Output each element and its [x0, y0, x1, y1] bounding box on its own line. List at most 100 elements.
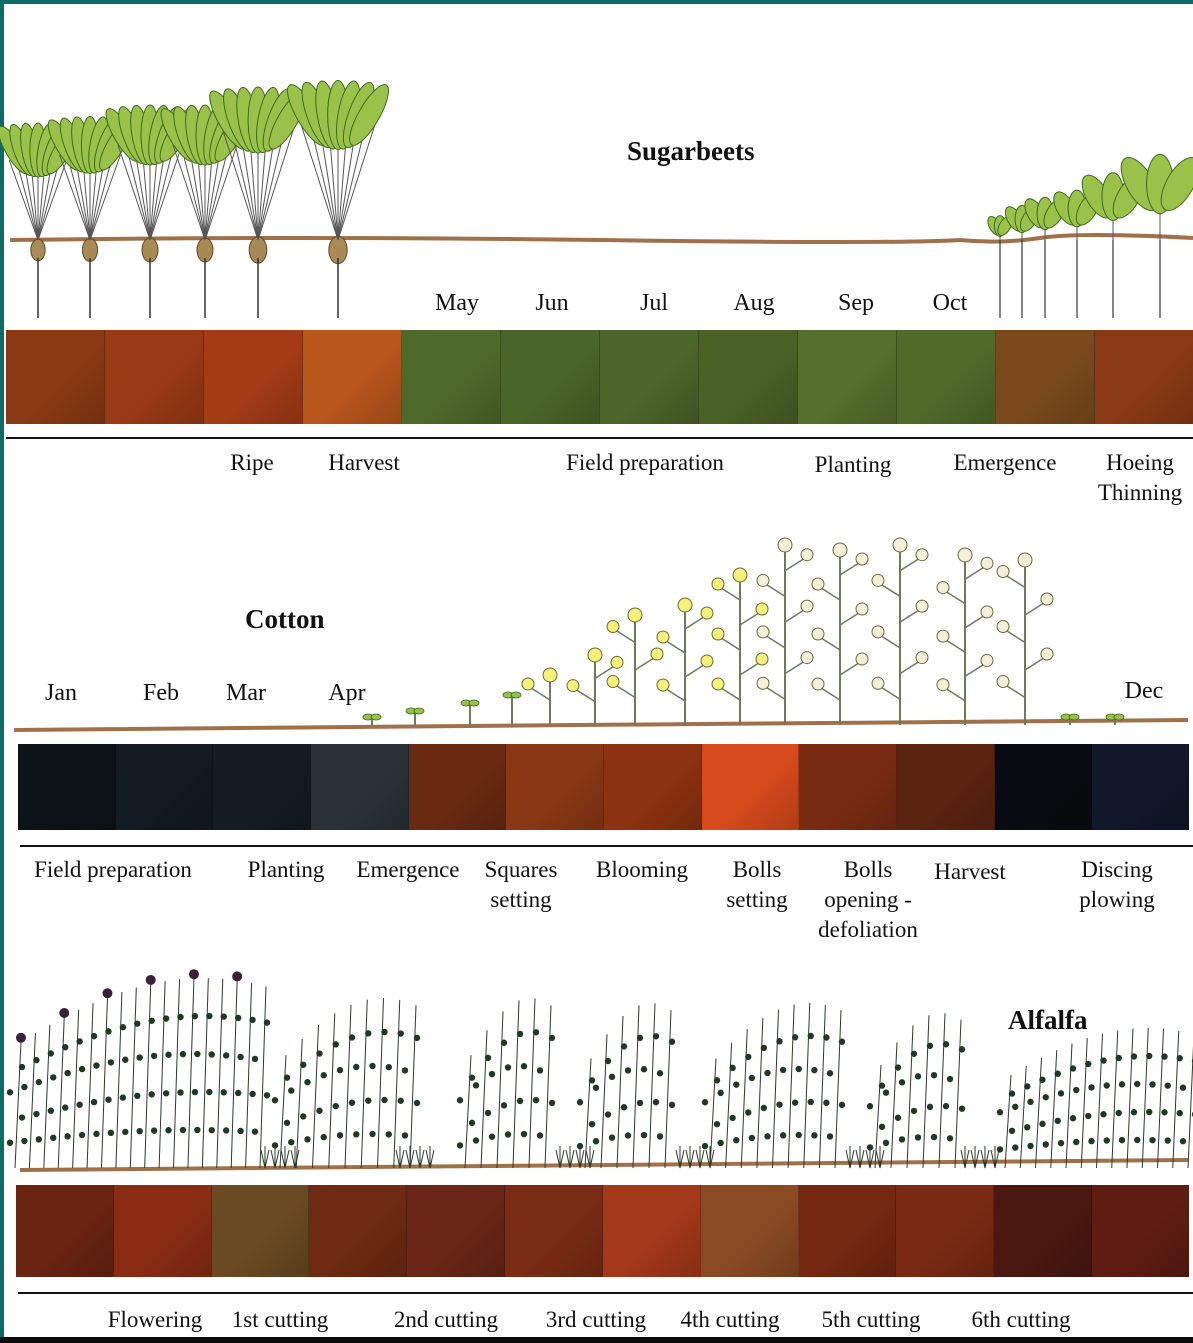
- frame-bottom-border: [0, 1337, 1193, 1343]
- alfalfa-field-tile: [603, 1185, 701, 1277]
- month-jan: Jan: [45, 680, 77, 707]
- cotton-field-tile: [116, 744, 214, 830]
- stage-field-preparation: Field preparation: [566, 448, 724, 478]
- alfalfa-field-tile: [212, 1185, 310, 1277]
- month-sep: Sep: [838, 290, 874, 317]
- month-mar: Mar: [226, 680, 266, 707]
- cotton-plant-icon: [1106, 714, 1124, 725]
- sugarbeets-field-image-strip: [6, 330, 1193, 424]
- sugarbeets-field-tile: [600, 330, 699, 424]
- sugarbeets-field-tile: [6, 330, 105, 424]
- cotton-section: Cotton Jan Feb Mar Apr Dec Field prepara…: [0, 520, 1193, 960]
- alfalfa-title: Alfalfa: [1008, 1005, 1087, 1036]
- month-apr: Apr: [328, 680, 365, 707]
- month-feb: Feb: [143, 680, 179, 707]
- alfalfa-field-tile: [994, 1185, 1092, 1277]
- cotton-field-tile: [506, 744, 604, 830]
- cotton-plant-icon: [406, 708, 424, 725]
- alfalfa-field-tile: [1092, 1185, 1189, 1277]
- stage-discing-plowing: Discing plowing: [1079, 855, 1154, 915]
- alfalfa-plant-icon: [0, 960, 1193, 1178]
- stage-emergence: Emergence: [953, 448, 1056, 478]
- cotton-field-tile: [311, 744, 409, 830]
- alfalfa-plant-icon: [272, 998, 420, 1168]
- cotton-field-tile: [1092, 744, 1189, 830]
- cotton-plant-icon: [657, 598, 713, 725]
- cotton-field-tile: [995, 744, 1093, 830]
- alfalfa-plant-icon: [702, 1003, 845, 1168]
- cotton-field-tile: [213, 744, 311, 830]
- sugarbeets-field-tile: [204, 330, 303, 424]
- cotton-plant-icon: [712, 568, 768, 725]
- cotton-plant-icon: [812, 543, 868, 725]
- stage-emergence: Emergence: [356, 855, 459, 885]
- sugarbeets-field-tile: [897, 330, 996, 424]
- alfalfa-field-tile: [16, 1185, 114, 1277]
- sugarbeets-field-tile: [699, 330, 798, 424]
- alfalfa-plant-icon: [457, 998, 555, 1168]
- stage-bolls-opening-defoliation: Bolls opening - defoliation: [818, 855, 918, 945]
- stage-4th-cutting: 4th cutting: [680, 1305, 779, 1335]
- sugarbeets-field-tile: [798, 330, 897, 424]
- cotton-plant-icon: [937, 548, 993, 725]
- stage-1st-cutting: 1st cutting: [232, 1305, 328, 1335]
- cotton-plant-icon: [522, 668, 557, 725]
- stage-planting: Planting: [248, 855, 325, 885]
- cotton-field-tile: [897, 744, 995, 830]
- sugarbeets-title: Sugarbeets: [627, 136, 755, 167]
- alfalfa-field-tile: [799, 1185, 897, 1277]
- sugarbeet-plant-icon: [0, 0, 1193, 330]
- alfalfa-field-tile: [896, 1185, 994, 1277]
- month-may: May: [435, 290, 479, 317]
- stage-planting: Planting: [815, 450, 892, 480]
- alfalfa-plant-icon: [867, 1013, 965, 1168]
- alfalfa-section: Alfalfa Flowering 1st cutting 2nd cuttin…: [0, 960, 1193, 1343]
- sugarbeet-plant-icon: [985, 214, 1015, 318]
- alfalfa-field-tile: [407, 1185, 505, 1277]
- stage-hoeing-thinning: Hoeing Thinning: [1098, 448, 1182, 508]
- stage-5th-cutting: 5th cutting: [821, 1305, 920, 1335]
- sugarbeets-divider: [6, 437, 1193, 439]
- sugarbeets-field-tile: [402, 330, 501, 424]
- alfalfa-field-image-strip: [16, 1185, 1189, 1277]
- stage-harvest: Harvest: [328, 448, 400, 478]
- alfalfa-plant-icon: [997, 1028, 1193, 1168]
- month-jul: Jul: [640, 290, 668, 317]
- sugarbeets-field-tile: [1095, 330, 1193, 424]
- cotton-plant-icon: [757, 538, 813, 725]
- month-jun: Jun: [535, 290, 568, 317]
- cotton-plant-icon: [997, 553, 1053, 725]
- cotton-field-tile: [702, 744, 800, 830]
- alfalfa-plant-icon: [7, 969, 270, 1168]
- month-dec: Dec: [1125, 678, 1164, 705]
- stage-blooming: Blooming: [596, 855, 688, 885]
- stage-2nd-cutting: 2nd cutting: [394, 1305, 498, 1335]
- cotton-field-tile: [799, 744, 897, 830]
- cotton-plant-icon: [461, 700, 479, 725]
- sugarbeets-section: Sugarbeets May Jun Jul Aug Sep Oct Ripe …: [0, 0, 1193, 520]
- cotton-plant-icon: [1061, 714, 1079, 725]
- sugarbeets-field-tile: [105, 330, 204, 424]
- alfalfa-field-tile: [309, 1185, 407, 1277]
- sugarbeet-plant-icon: [281, 79, 396, 318]
- alfalfa-plant-icon: [961, 1146, 999, 1168]
- stage-bolls-setting: Bolls setting: [726, 855, 787, 915]
- sugarbeets-field-tile: [996, 330, 1095, 424]
- month-aug: Aug: [733, 290, 774, 317]
- cotton-divider: [20, 845, 1193, 847]
- cotton-field-tile: [604, 744, 702, 830]
- cotton-plant-icon: [872, 538, 928, 725]
- sugarbeets-field-tile: [501, 330, 600, 424]
- cotton-field-image-strip: [18, 744, 1189, 830]
- alfalfa-field-tile: [505, 1185, 603, 1277]
- stage-harvest: Harvest: [934, 857, 1006, 887]
- stage-field-preparation: Field preparation: [34, 855, 192, 885]
- cotton-field-tile: [409, 744, 507, 830]
- cotton-plant-icon: [503, 692, 521, 725]
- stage-ripe: Ripe: [230, 448, 273, 478]
- sugarbeets-field-tile: [303, 330, 402, 424]
- stage-6th-cutting: 6th cutting: [971, 1305, 1070, 1335]
- cotton-title: Cotton: [245, 604, 325, 635]
- sugarbeet-plant-icon: [203, 86, 313, 318]
- alfalfa-divider: [18, 1292, 1193, 1294]
